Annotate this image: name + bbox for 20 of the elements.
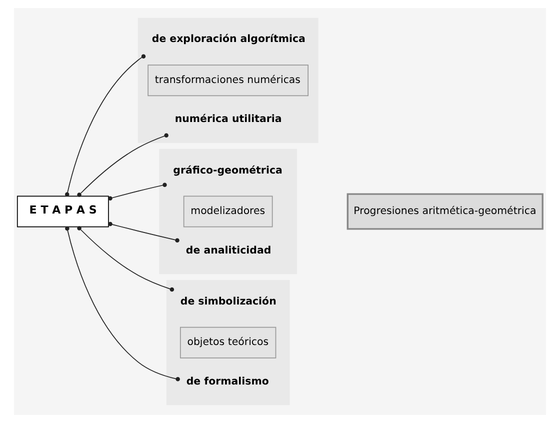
node-box: E T A P A S	[16, 196, 109, 228]
node-box: transformaciones numéricas	[148, 64, 309, 96]
connector	[77, 133, 168, 197]
cluster	[166, 280, 290, 406]
cluster	[138, 18, 318, 143]
node-text: gráfico-geométrica	[173, 165, 282, 176]
node-box: objetos teóricos	[180, 326, 276, 358]
connector	[65, 226, 180, 382]
connector	[108, 182, 167, 200]
connector	[77, 226, 174, 292]
node-text: de simbolización	[180, 296, 276, 308]
node-text: de exploración algorítmica	[152, 34, 306, 46]
node-box: modelizadores	[183, 196, 273, 228]
connector	[108, 222, 180, 242]
node-box: Progresiones aritmética-geométrica	[346, 193, 544, 230]
node-text: de formalismo	[186, 376, 269, 388]
cluster	[159, 148, 298, 274]
node-text: de analiticidad	[186, 245, 272, 256]
connector	[65, 54, 146, 197]
node-text: numérica utilitaria	[174, 114, 282, 126]
